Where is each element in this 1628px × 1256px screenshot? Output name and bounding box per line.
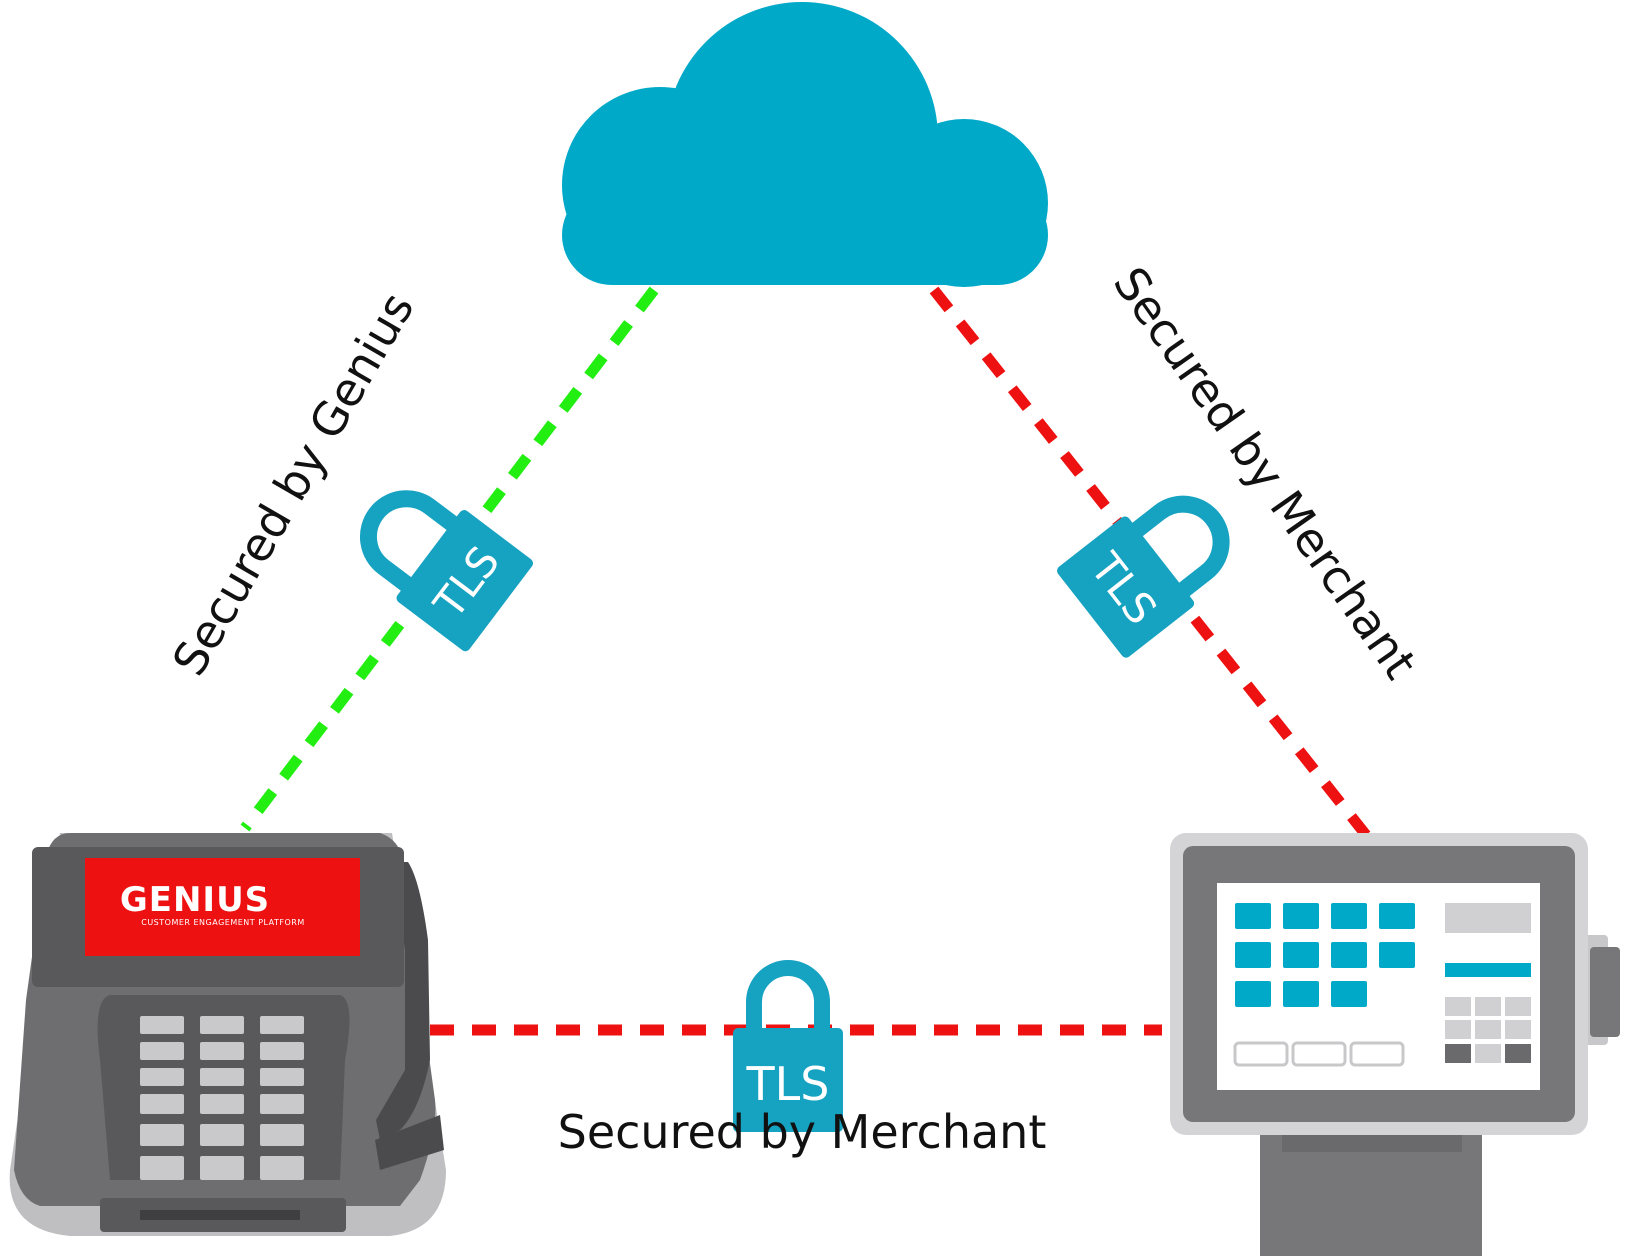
pin-pad-keys [140,1016,304,1180]
connection-label-merchant-local: Secured by Merchant [558,1105,1047,1159]
pos-tiles [1235,903,1415,1007]
genius-logo: GENIUS [120,880,270,920]
padlock-icon: TLS [1057,495,1230,658]
lock-label: TLS [746,1057,830,1111]
pos-buttons [1233,1041,1405,1067]
genius-tagline: CUSTOMER ENGAGEMENT PLATFORM [141,918,305,927]
pos-keypad [1445,997,1531,1063]
padlock-icon: TLS [733,960,843,1132]
padlock-icon: TLS [359,490,533,652]
payment-terminal-icon: GENIUS CUSTOMER ENGAGEMENT PLATFORM [9,833,447,1236]
cloud-icon [562,2,1048,287]
terminal-screen: GENIUS CUSTOMER ENGAGEMENT PLATFORM [85,858,360,956]
pos-station-icon [1170,833,1620,1256]
connection-label-genius: Secured by Genius [162,283,425,684]
